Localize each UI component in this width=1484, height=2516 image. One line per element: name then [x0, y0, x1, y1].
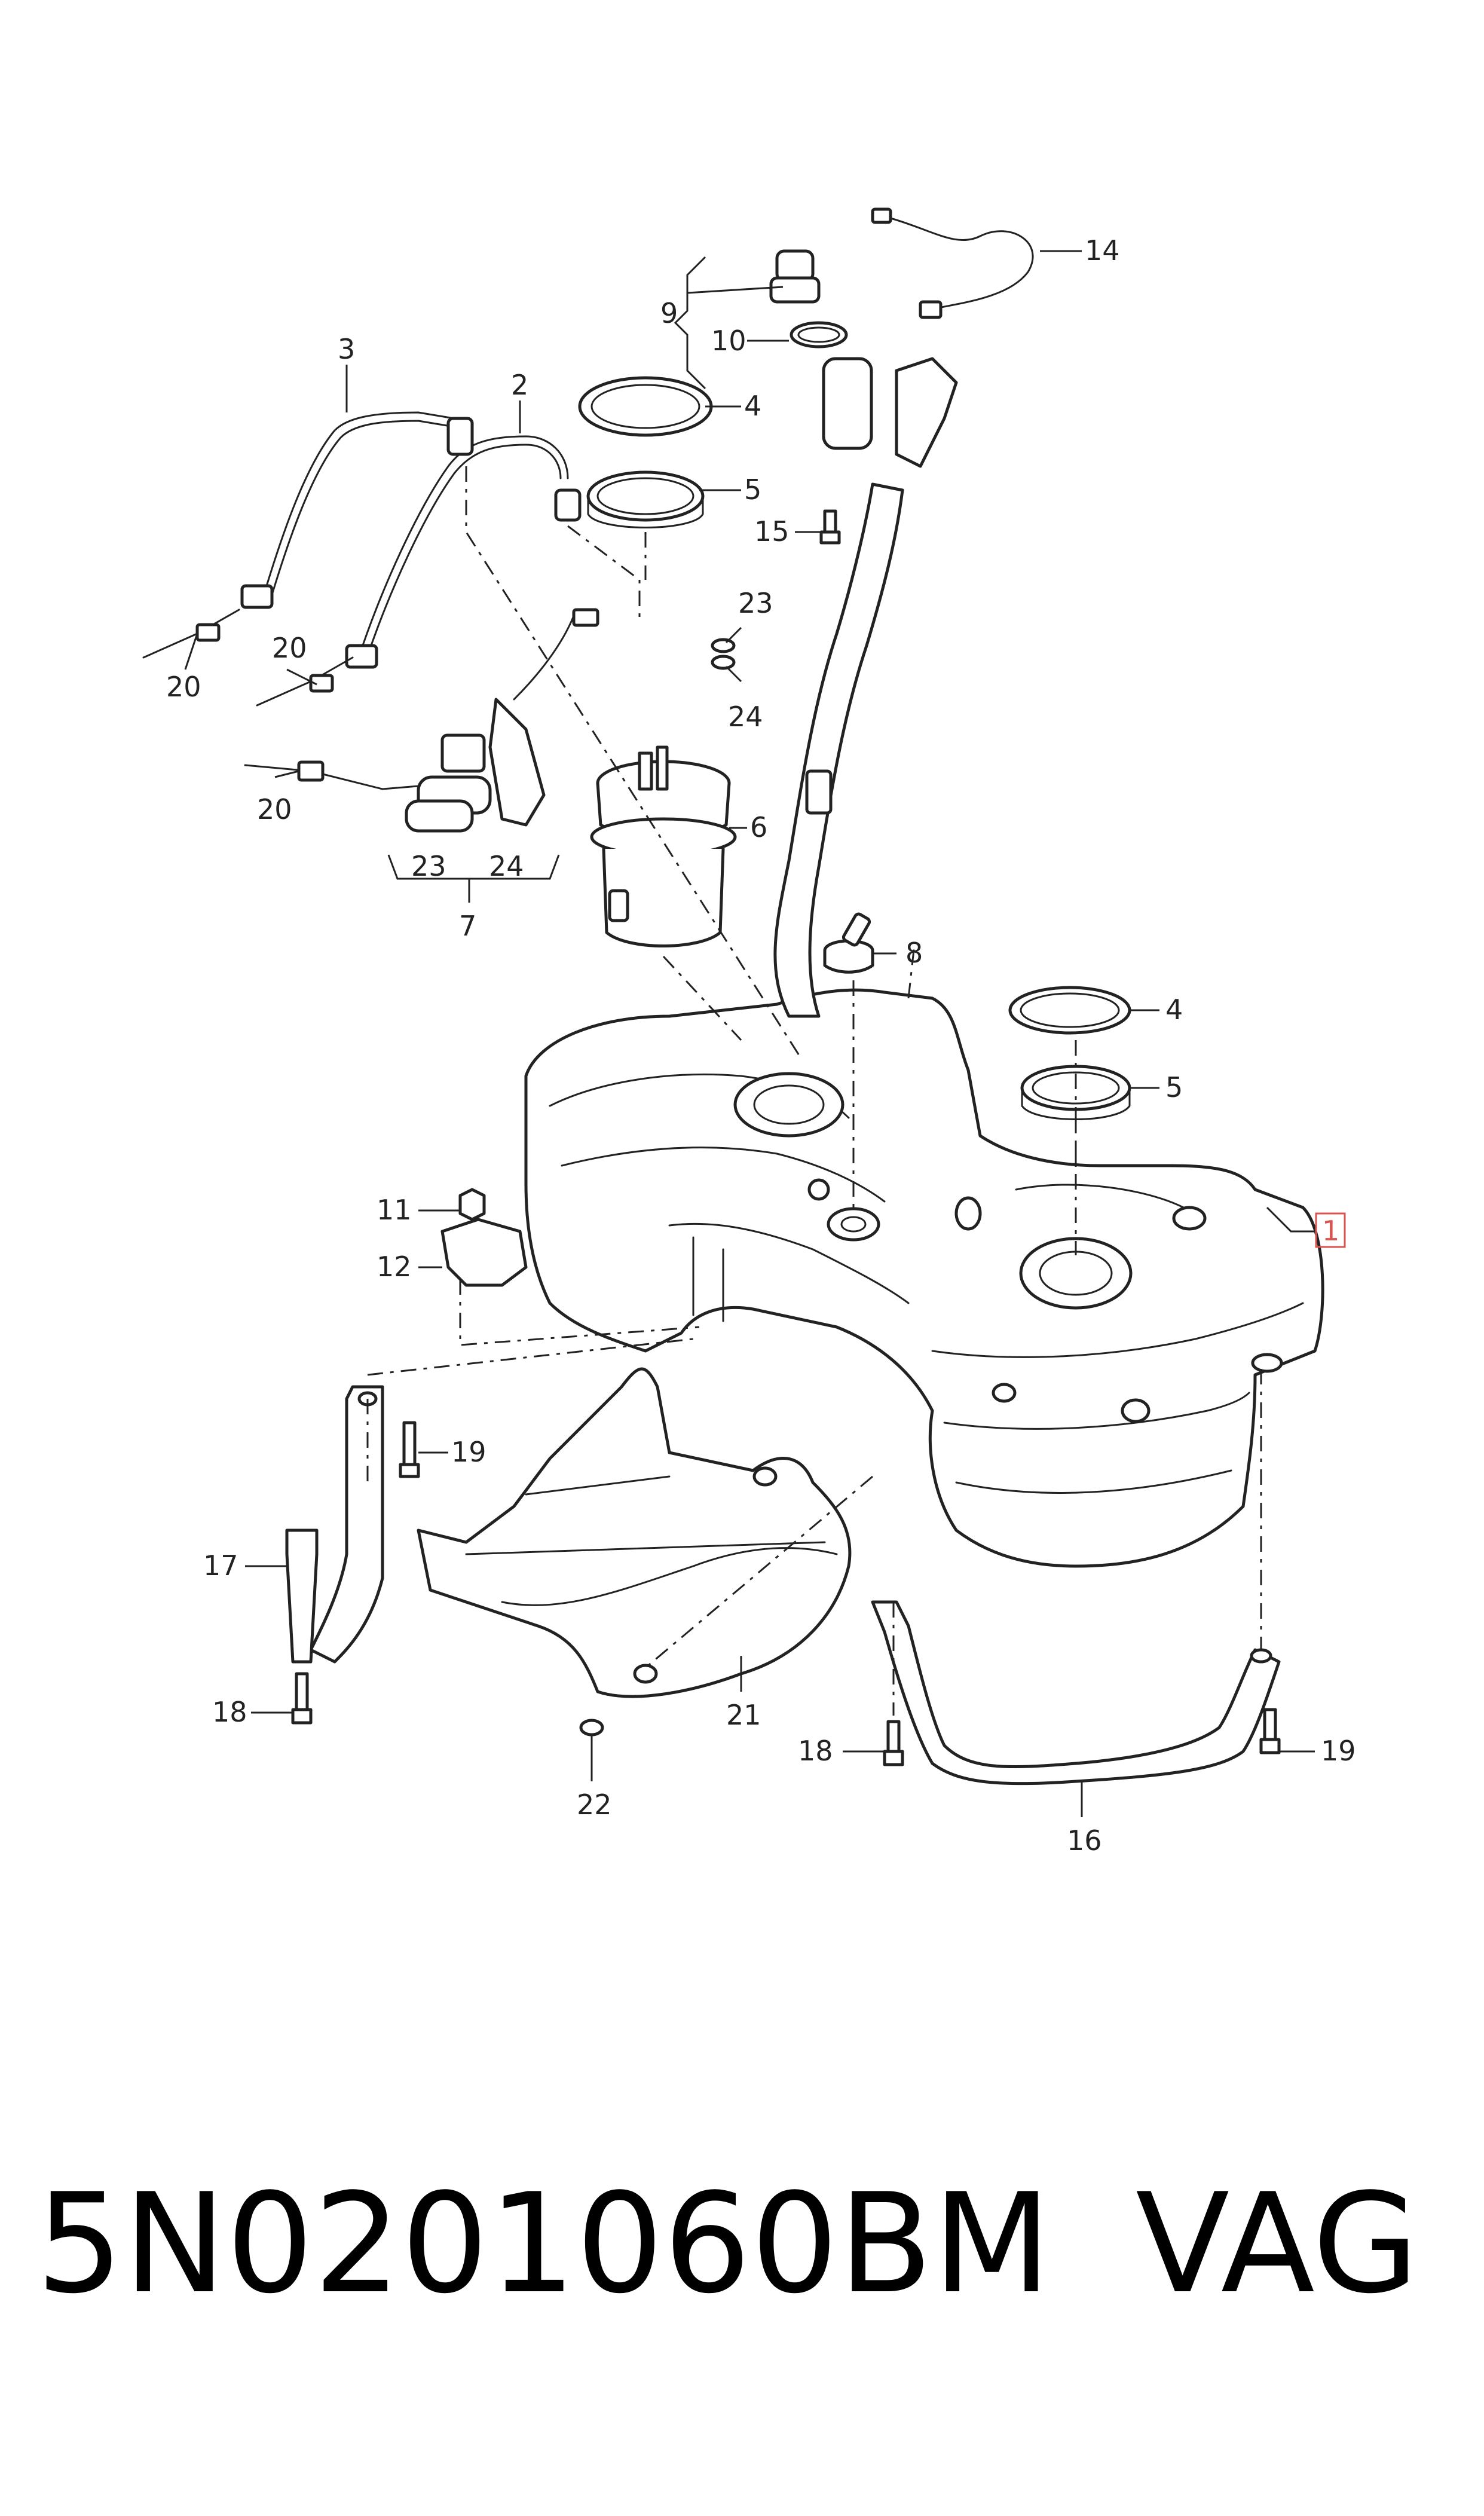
callout-18-right: 18 — [798, 1735, 833, 1767]
callout-14: 14 — [1085, 234, 1120, 267]
callout-6: 6 — [750, 811, 767, 843]
callout-23-upper: 23 — [738, 587, 773, 619]
callout-17: 17 — [203, 1549, 238, 1582]
part-number-caption: 5N0201060BM — [36, 2165, 1051, 2324]
brand-caption: VAG — [1136, 2165, 1419, 2324]
callout-labels: 14 9 10 4 5 15 3 2 23 24 20 20 20 23 24 … — [166, 234, 1356, 1857]
fuel-tank — [524, 988, 1324, 1568]
o-rings — [711, 638, 736, 670]
callout-12: 12 — [377, 1251, 412, 1283]
callout-23-lower: 23 — [411, 850, 446, 882]
left-strap — [285, 1385, 384, 1664]
callout-4-lower: 4 — [1165, 993, 1183, 1026]
callout-1-highlight-box — [1315, 1212, 1346, 1248]
callout-2: 2 — [511, 369, 528, 401]
leader-lines — [184, 250, 1315, 1817]
callout-15: 15 — [754, 515, 790, 548]
callout-8: 8 — [905, 937, 923, 969]
filler-cap-assembly — [769, 249, 848, 348]
callout-7: 7 — [459, 910, 476, 942]
callout-22: 22 — [577, 1789, 612, 1821]
callout-21: 21 — [726, 1699, 761, 1731]
callout-1: 1 — [1322, 1215, 1339, 1247]
wiring-lead — [871, 207, 1034, 319]
callout-4-upper: 4 — [744, 390, 761, 422]
fastener-bolts — [291, 509, 1281, 1766]
vent-valve — [823, 912, 874, 974]
callout-9: 9 — [660, 297, 678, 329]
filler-neck — [773, 357, 958, 1018]
heat-shield — [417, 1367, 852, 1698]
callout-24-lower: 24 — [489, 850, 524, 882]
callout-18-left: 18 — [212, 1696, 247, 1728]
callout-10: 10 — [711, 325, 746, 357]
callout-5-upper: 5 — [744, 473, 761, 506]
callout-20-a: 20 — [166, 671, 201, 703]
right-strap — [871, 1600, 1281, 1786]
callout-3: 3 — [338, 333, 355, 365]
callout-20-b: 20 — [272, 632, 307, 664]
callout-24-upper: 24 — [728, 701, 763, 733]
callout-11: 11 — [377, 1194, 412, 1226]
lower-ring-set — [1008, 986, 1131, 1120]
assembly-lines — [366, 466, 1262, 1716]
callout-5-lower: 5 — [1165, 1071, 1183, 1103]
bracket-nut — [440, 1188, 528, 1287]
callout-20-c: 20 — [257, 793, 292, 826]
callout-19-right: 19 — [1321, 1735, 1356, 1767]
callout-16: 16 — [1067, 1824, 1102, 1857]
upper-ring-set — [578, 376, 713, 528]
fuel-pump-module — [590, 745, 737, 947]
filter-valve-assembly — [405, 608, 599, 833]
callout-19-left: 19 — [451, 1436, 486, 1468]
